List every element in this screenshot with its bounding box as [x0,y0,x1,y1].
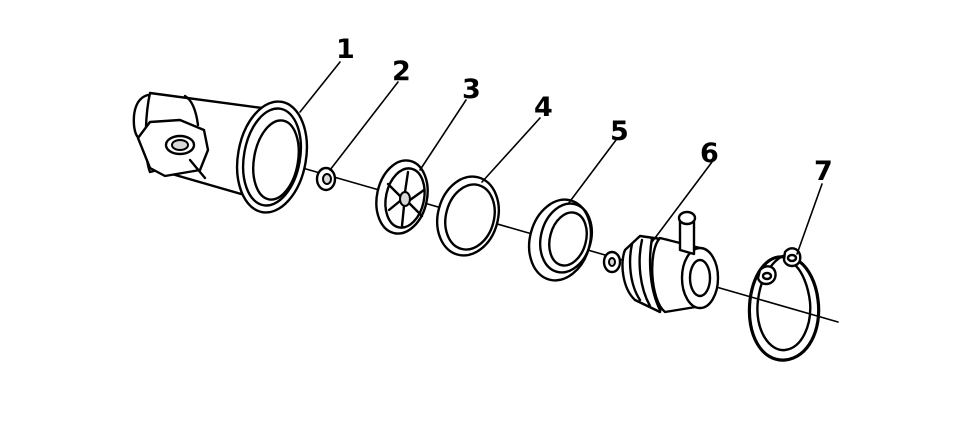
callout-6: 6 [700,138,719,169]
callout-5: 5 [610,116,629,147]
part-6-ball-socket-assembly [602,210,720,314]
callout-7: 7 [814,156,833,187]
leader-5 [567,139,617,205]
part-3-spoked-disc [375,159,429,235]
part-4-thin-ring [436,175,500,257]
part-5-thick-ring [527,198,593,282]
callout-2: 2 [392,56,411,87]
leader-2 [329,81,399,171]
leader-lines [299,61,823,255]
leader-6 [651,161,713,243]
part-7-retaining-ring [747,247,821,362]
leader-4 [481,117,541,183]
callout-1: 1 [336,34,355,65]
part-2-nut [315,166,337,192]
callout-labels: 1 2 3 4 5 6 7 [336,34,833,187]
callout-3: 3 [462,74,481,105]
part-1-housing [132,91,309,214]
leader-7 [796,183,823,255]
callout-4: 4 [534,92,553,123]
leader-1 [299,61,341,113]
leader-3 [419,99,467,171]
